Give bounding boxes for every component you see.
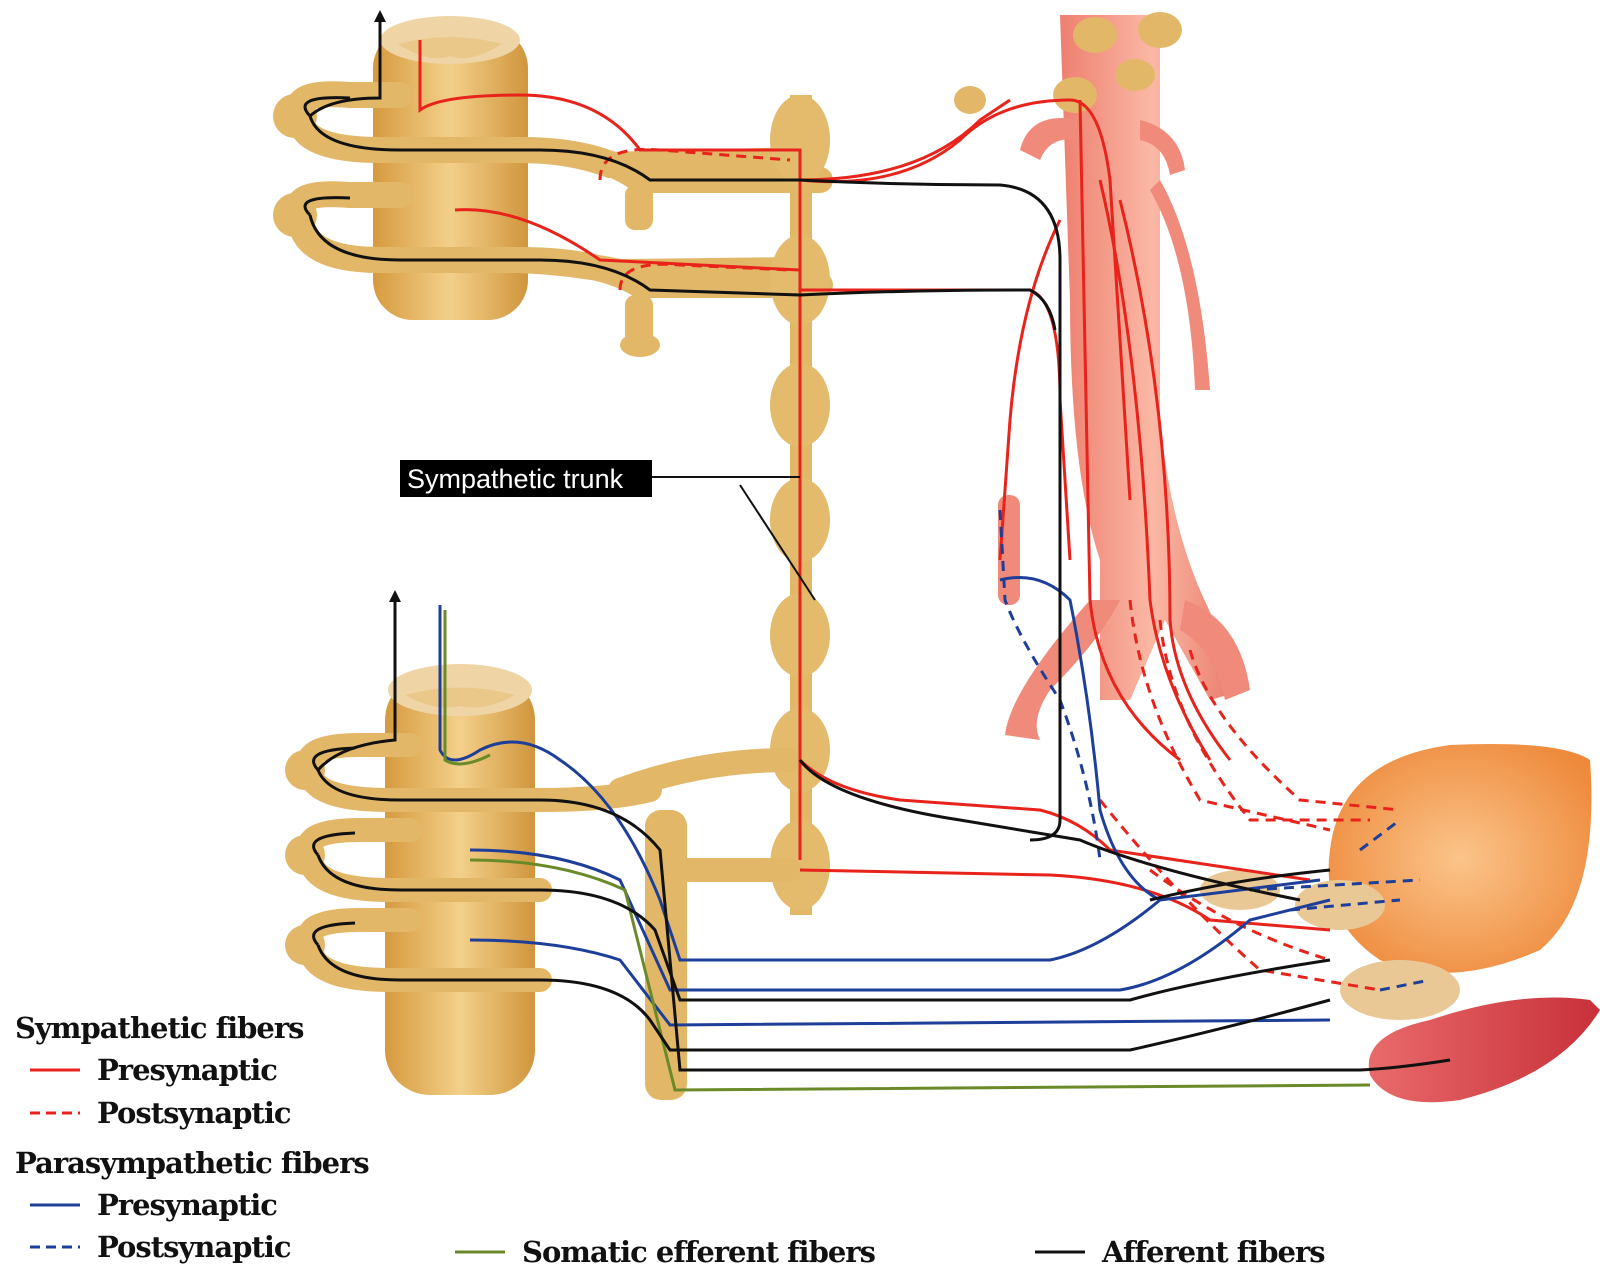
upper-spinal-cord [373, 16, 528, 320]
legend-sympathetic-pre-label: Presynaptic [97, 1053, 277, 1087]
legend-afferent-label: Afferent fibers [1101, 1235, 1325, 1269]
legend-sympathetic-post-label: Postsynaptic [97, 1096, 291, 1130]
legend-parasympathetic-heading: Parasympathetic fibers [15, 1146, 369, 1180]
legend-somatic-label: Somatic efferent fibers [522, 1235, 876, 1269]
legend-parasympathetic-pre-label: Presynaptic [97, 1188, 277, 1222]
legend-parasympathetic-post-label: Postsynaptic [97, 1230, 291, 1264]
sympathetic-trunk-callout: Sympathetic trunk [400, 460, 815, 600]
sympathetic-trunk-label: Sympathetic trunk [407, 464, 624, 494]
urinary-bladder [1329, 744, 1592, 973]
aorta-vessels [954, 12, 1250, 740]
legend-sympathetic-heading: Sympathetic fibers [15, 1011, 304, 1045]
